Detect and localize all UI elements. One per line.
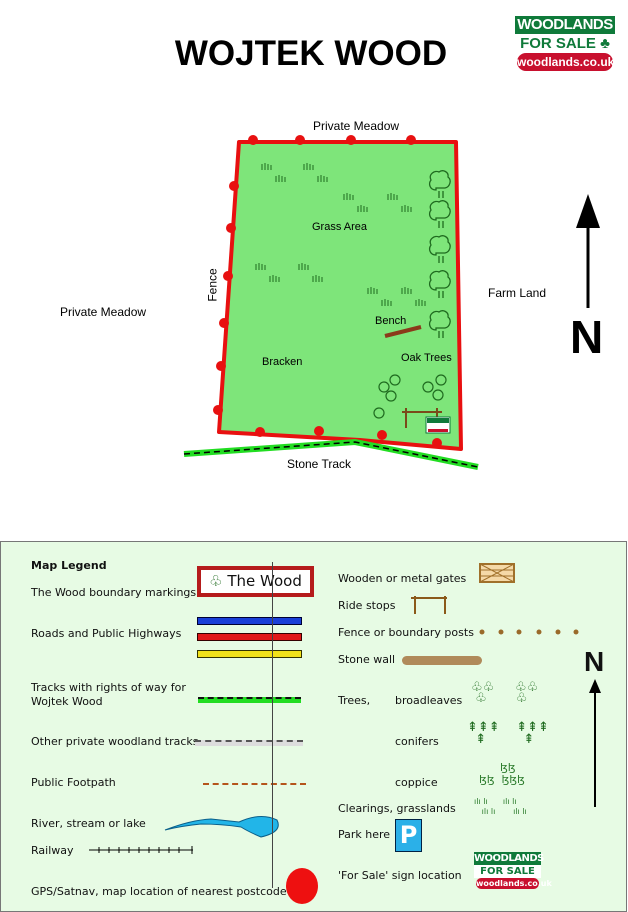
tree-icon: ♧ (209, 572, 228, 590)
legend-railway-label: Railway (31, 844, 74, 857)
legend-broadleaves-label: broadleaves (395, 694, 463, 707)
legend-trees-label: Trees, (338, 694, 371, 707)
grass-icons: ılı lı ılı lı ılı lı ılı lı (474, 797, 527, 816)
wood-map (183, 135, 600, 470)
stone-wall-sample (402, 656, 482, 665)
parking-icon: P (395, 819, 422, 852)
legend-divider (272, 562, 273, 888)
legend-north-arrow (589, 679, 601, 807)
north-arrow (576, 194, 600, 308)
broadleaf-tree-icons (373, 374, 447, 419)
logo-line2: FOR SALE ♣ (515, 34, 615, 53)
tree-icon: ♣ (600, 35, 610, 52)
logo-url: woodlands.co.uk (517, 53, 615, 71)
legend-river-label: River, stream or lake (31, 817, 146, 830)
legend-conifers-label: conifers (395, 735, 439, 748)
legend-posts-label: Fence or boundary posts (338, 626, 474, 639)
ride-stop-icon (411, 596, 447, 614)
legend-gates-label: Wooden or metal gates (338, 572, 467, 585)
track-line-sample (198, 697, 301, 703)
legend-for-sale-label: 'For Sale' sign location (338, 869, 462, 882)
river-sample (164, 816, 279, 838)
gps-marker-sample (286, 868, 318, 904)
fence-posts-sample (479, 629, 579, 635)
road-yellow-line (197, 650, 302, 658)
label-farm-land: Farm Land (488, 286, 547, 300)
for-sale-sign-icon (425, 416, 451, 434)
footpath-sample (203, 783, 306, 785)
legend-boundary-label: The Wood boundary markings (31, 586, 197, 599)
map-title: WOJTEK WOOD (174, 34, 448, 73)
private-track-sample (195, 740, 303, 746)
for-sale-sign-sample: WOODLANDS FOR SALE woodlands.co.uk (474, 852, 552, 889)
legend-ride-stops-label: Ride stops (338, 599, 396, 612)
label-bracken: Bracken (262, 356, 303, 368)
legend-stone-wall-label: Stone wall (338, 653, 396, 666)
map-legend: Map Legend The Wood boundary markings ♧ … (0, 541, 627, 912)
legend-park-label: Park here (338, 828, 391, 841)
road-blue-line (197, 617, 302, 625)
logo-line1: WOODLANDS (515, 16, 615, 34)
label-bench: Bench (375, 315, 407, 327)
gate-icon (479, 563, 515, 583)
legend-heading: Map Legend (31, 559, 107, 572)
stone-track (183, 438, 479, 470)
broadleaf-icons: ♧♧ ♧♧ ♧ ♧ (471, 680, 539, 706)
label-oak-trees: Oak Trees (401, 352, 452, 364)
legend-gps-label: GPS/Satnav, map location of nearest post… (31, 885, 287, 898)
label-fence: Fence (205, 268, 220, 302)
railway-sample (89, 846, 193, 854)
road-red-line (197, 633, 302, 641)
legend-tracks-label-2: Wojtek Wood (31, 695, 103, 708)
wood-area (217, 140, 463, 451)
label-private-meadow-top: Private Meadow (313, 119, 400, 133)
legend-north-letter: N (584, 646, 605, 677)
legend-footpath-label: Public Footpath (31, 776, 116, 789)
label-stone-track: Stone Track (287, 457, 352, 471)
legend-tracks-label: Tracks with rights of way for (31, 681, 186, 694)
oak-tree-icons (428, 170, 451, 339)
legend-coppice-label: coppice (395, 776, 438, 789)
legend-private-tracks-label: Other private woodland tracks (31, 735, 199, 748)
boundary-markers (213, 135, 442, 448)
legend-clearings-label: Clearings, grasslands (338, 802, 456, 815)
legend-roads-label: Roads and Public Highways (31, 627, 182, 640)
legend-boundary-sample: ♧ The Wood (197, 566, 314, 597)
north-letter: N (570, 311, 604, 363)
label-grass-area: Grass Area (312, 221, 368, 233)
woodlands-logo[interactable]: WOODLANDS FOR SALE ♣ woodlands.co.uk (515, 16, 615, 78)
conifer-icons: ⇞⇞⇞ ⇞⇞⇞ ⇞ ⇞ (467, 720, 549, 747)
grass-tufts (255, 162, 426, 307)
bench (384, 325, 422, 338)
label-private-meadow-left: Private Meadow (60, 305, 147, 319)
